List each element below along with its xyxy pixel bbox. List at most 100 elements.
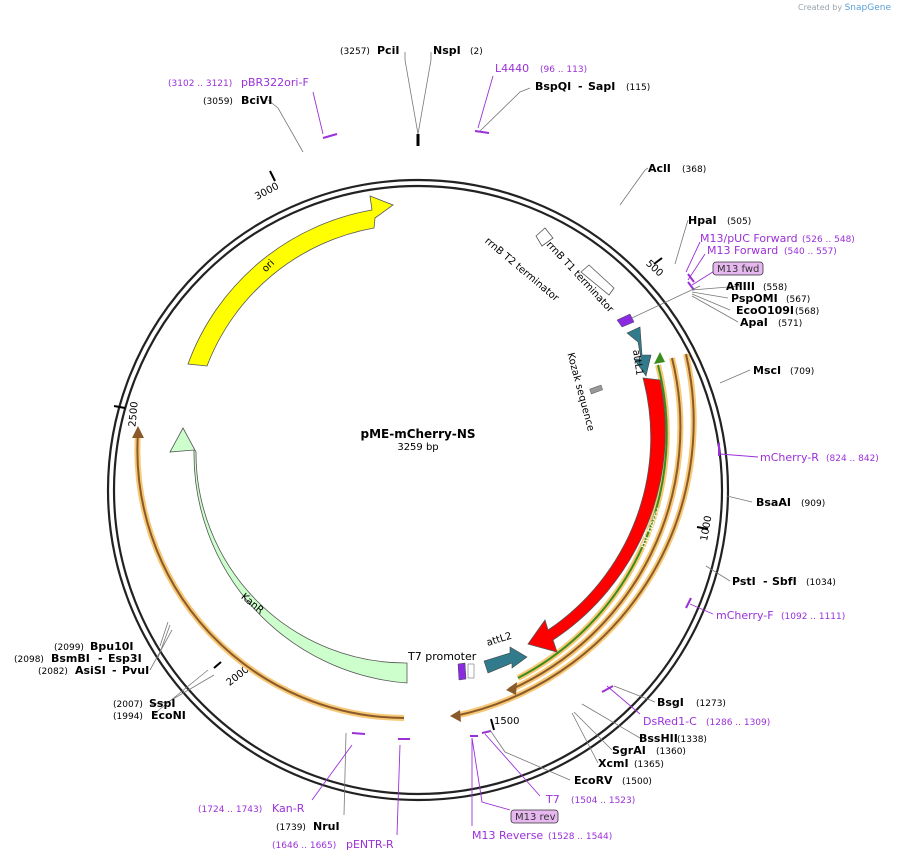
rrnb-t1-feature[interactable]	[580, 264, 615, 296]
primer-range: (526 .. 548)	[802, 235, 855, 245]
enzyme-pos: (567)	[786, 295, 810, 305]
enzyme-pos: (2007)	[113, 700, 143, 710]
enzyme-pvui[interactable]: PvuI	[122, 664, 149, 677]
enzyme-pos: (3257)	[340, 47, 370, 57]
primer-range: (1724 .. 1743)	[198, 805, 262, 815]
enzyme-dash: -	[763, 575, 768, 588]
primer-range: (824 .. 842)	[826, 454, 879, 464]
attl1-label: attL1	[630, 349, 644, 376]
enzyme-pos: (1365)	[634, 760, 664, 770]
primer-range: (1528 .. 1544)	[548, 832, 612, 842]
enzyme-afliii[interactable]: AflIII	[726, 280, 755, 293]
t7-terminator-small[interactable]	[467, 663, 475, 679]
enzyme-bcivi[interactable]: BciVI	[241, 94, 272, 107]
primer-l4440[interactable]: L4440	[495, 62, 529, 75]
enzyme-acli[interactable]: AclI	[648, 162, 671, 175]
enzyme-nrui[interactable]: NruI	[313, 820, 340, 833]
rrnb-t2-feature[interactable]	[535, 227, 554, 247]
primer-m13-reverse[interactable]: M13 Reverse	[472, 829, 543, 842]
enzyme-dash: -	[112, 664, 117, 677]
enzyme-dash: -	[578, 80, 583, 93]
enzyme-pspomi[interactable]: PspOMI	[731, 292, 778, 305]
snapgene-credit: Created by SnapGene	[798, 3, 891, 13]
m13-rev-box-label: M13 rev	[515, 812, 556, 823]
plasmid-length: 3259 bp	[397, 442, 438, 453]
enzyme-esp3i[interactable]: Esp3I	[108, 652, 142, 665]
enzyme-sspi[interactable]: SspI	[149, 697, 175, 710]
kanr-feature[interactable]	[169, 427, 408, 684]
enzyme-bsaai[interactable]: BsaAI	[756, 496, 791, 509]
enzyme-pos: (368)	[682, 165, 706, 175]
tick-500: 500	[643, 258, 665, 279]
credit-prefix: Created by	[798, 3, 843, 12]
enzyme-pos: (2082)	[38, 667, 68, 677]
primer-range: (1092 .. 1111)	[781, 612, 845, 622]
enzyme-pos: (568)	[795, 307, 819, 317]
enzyme-asisi[interactable]: AsiSI	[75, 664, 106, 677]
enzyme-msci[interactable]: MscI	[753, 364, 781, 377]
primer-mcherry-r[interactable]: mCherry-R	[760, 451, 819, 464]
enzyme-pcii[interactable]: PciI	[377, 44, 399, 57]
ori-feature[interactable]	[187, 195, 394, 367]
enzyme-pos: (505)	[727, 217, 751, 227]
attl1-feature[interactable]	[626, 326, 652, 377]
enzyme-pos: (115)	[626, 83, 650, 93]
tick-1000: 1000	[699, 515, 714, 542]
enzyme-ecorv[interactable]: EcoRV	[574, 774, 613, 787]
enzyme-nspi[interactable]: NspI	[433, 44, 461, 57]
backbone	[106, 134, 730, 802]
orf-arcs-right	[450, 352, 697, 722]
enzyme-ecoo109i[interactable]: EcoO109I	[736, 304, 794, 317]
enzyme-bpu10i[interactable]: Bpu10I	[90, 640, 134, 653]
tick-1500: 1500	[494, 716, 519, 727]
t7-promoter-feature[interactable]	[457, 662, 467, 681]
primer-marks	[322, 130, 720, 740]
enzyme-labels: (3257) PciI NspI (2) (3059) BciVI BspQI …	[14, 44, 836, 833]
enzyme-sbfi[interactable]: SbfI	[772, 575, 797, 588]
primer-range: (540 .. 557)	[784, 247, 837, 257]
attl2-label: attL2	[485, 631, 513, 649]
primer-dsred1-c[interactable]: DsRed1-C	[643, 715, 697, 728]
enzyme-bsgi[interactable]: BsgI	[657, 696, 684, 709]
primer-leader-lines	[311, 75, 759, 836]
enzyme-pos: (1034)	[806, 578, 836, 588]
attl2-feature[interactable]	[483, 646, 528, 674]
m13-rev-box[interactable]: M13 rev	[510, 809, 559, 824]
primer-pbr322ori-f[interactable]: pBR322ori-F	[241, 76, 309, 89]
primer-range: (3102 .. 3121)	[168, 79, 232, 89]
enzyme-pos: (1994)	[113, 712, 143, 722]
leader-lines	[149, 52, 753, 816]
enzyme-pos: (2)	[470, 47, 483, 57]
t7-promoter-label: T7 promoter	[407, 650, 477, 663]
primer-m13-puc-forward[interactable]: M13/pUC Forward	[700, 232, 798, 245]
enzyme-pos: (1273)	[696, 699, 726, 709]
m13-fwd-box-label: M13 fwd	[717, 264, 759, 275]
enzyme-xcmi[interactable]: XcmI	[598, 757, 629, 770]
enzyme-sapi[interactable]: SapI	[588, 80, 615, 93]
primer-m13-forward[interactable]: M13 Forward	[707, 244, 778, 257]
enzyme-sgrai[interactable]: SgrAI	[612, 744, 646, 757]
enzyme-pos: (2098)	[14, 655, 44, 665]
primer-t7[interactable]: T7	[545, 793, 560, 806]
enzyme-psti[interactable]: PstI	[732, 575, 756, 588]
enzyme-bspqi[interactable]: BspQI	[535, 80, 571, 93]
primer-pentr-r[interactable]: pENTR-R	[346, 838, 394, 851]
primer-kan-r[interactable]: Kan-R	[272, 802, 305, 815]
enzyme-pos: (1739)	[276, 823, 306, 833]
kozak-feature[interactable]	[589, 384, 603, 395]
m13-fwd-box[interactable]: M13 fwd	[712, 261, 764, 276]
primer-mcherry-f[interactable]: mCherry-F	[716, 609, 774, 622]
primer-range: (96 .. 113)	[540, 65, 587, 75]
mcherry-feature[interactable]	[527, 377, 666, 653]
orf-arc-left	[132, 426, 405, 721]
enzyme-apai[interactable]: ApaI	[740, 316, 768, 329]
enzyme-bsshii[interactable]: BssHII	[639, 732, 678, 745]
enzyme-econi[interactable]: EcoNI	[151, 709, 186, 722]
enzyme-pos: (558)	[763, 283, 787, 293]
primer-range: (1286 .. 1309)	[706, 718, 770, 728]
enzyme-bsmbi[interactable]: BsmBI	[51, 652, 90, 665]
promoter-feature-small[interactable]	[616, 313, 635, 328]
enzyme-hpai[interactable]: HpaI	[688, 214, 717, 227]
enzyme-pos: (709)	[790, 367, 814, 377]
